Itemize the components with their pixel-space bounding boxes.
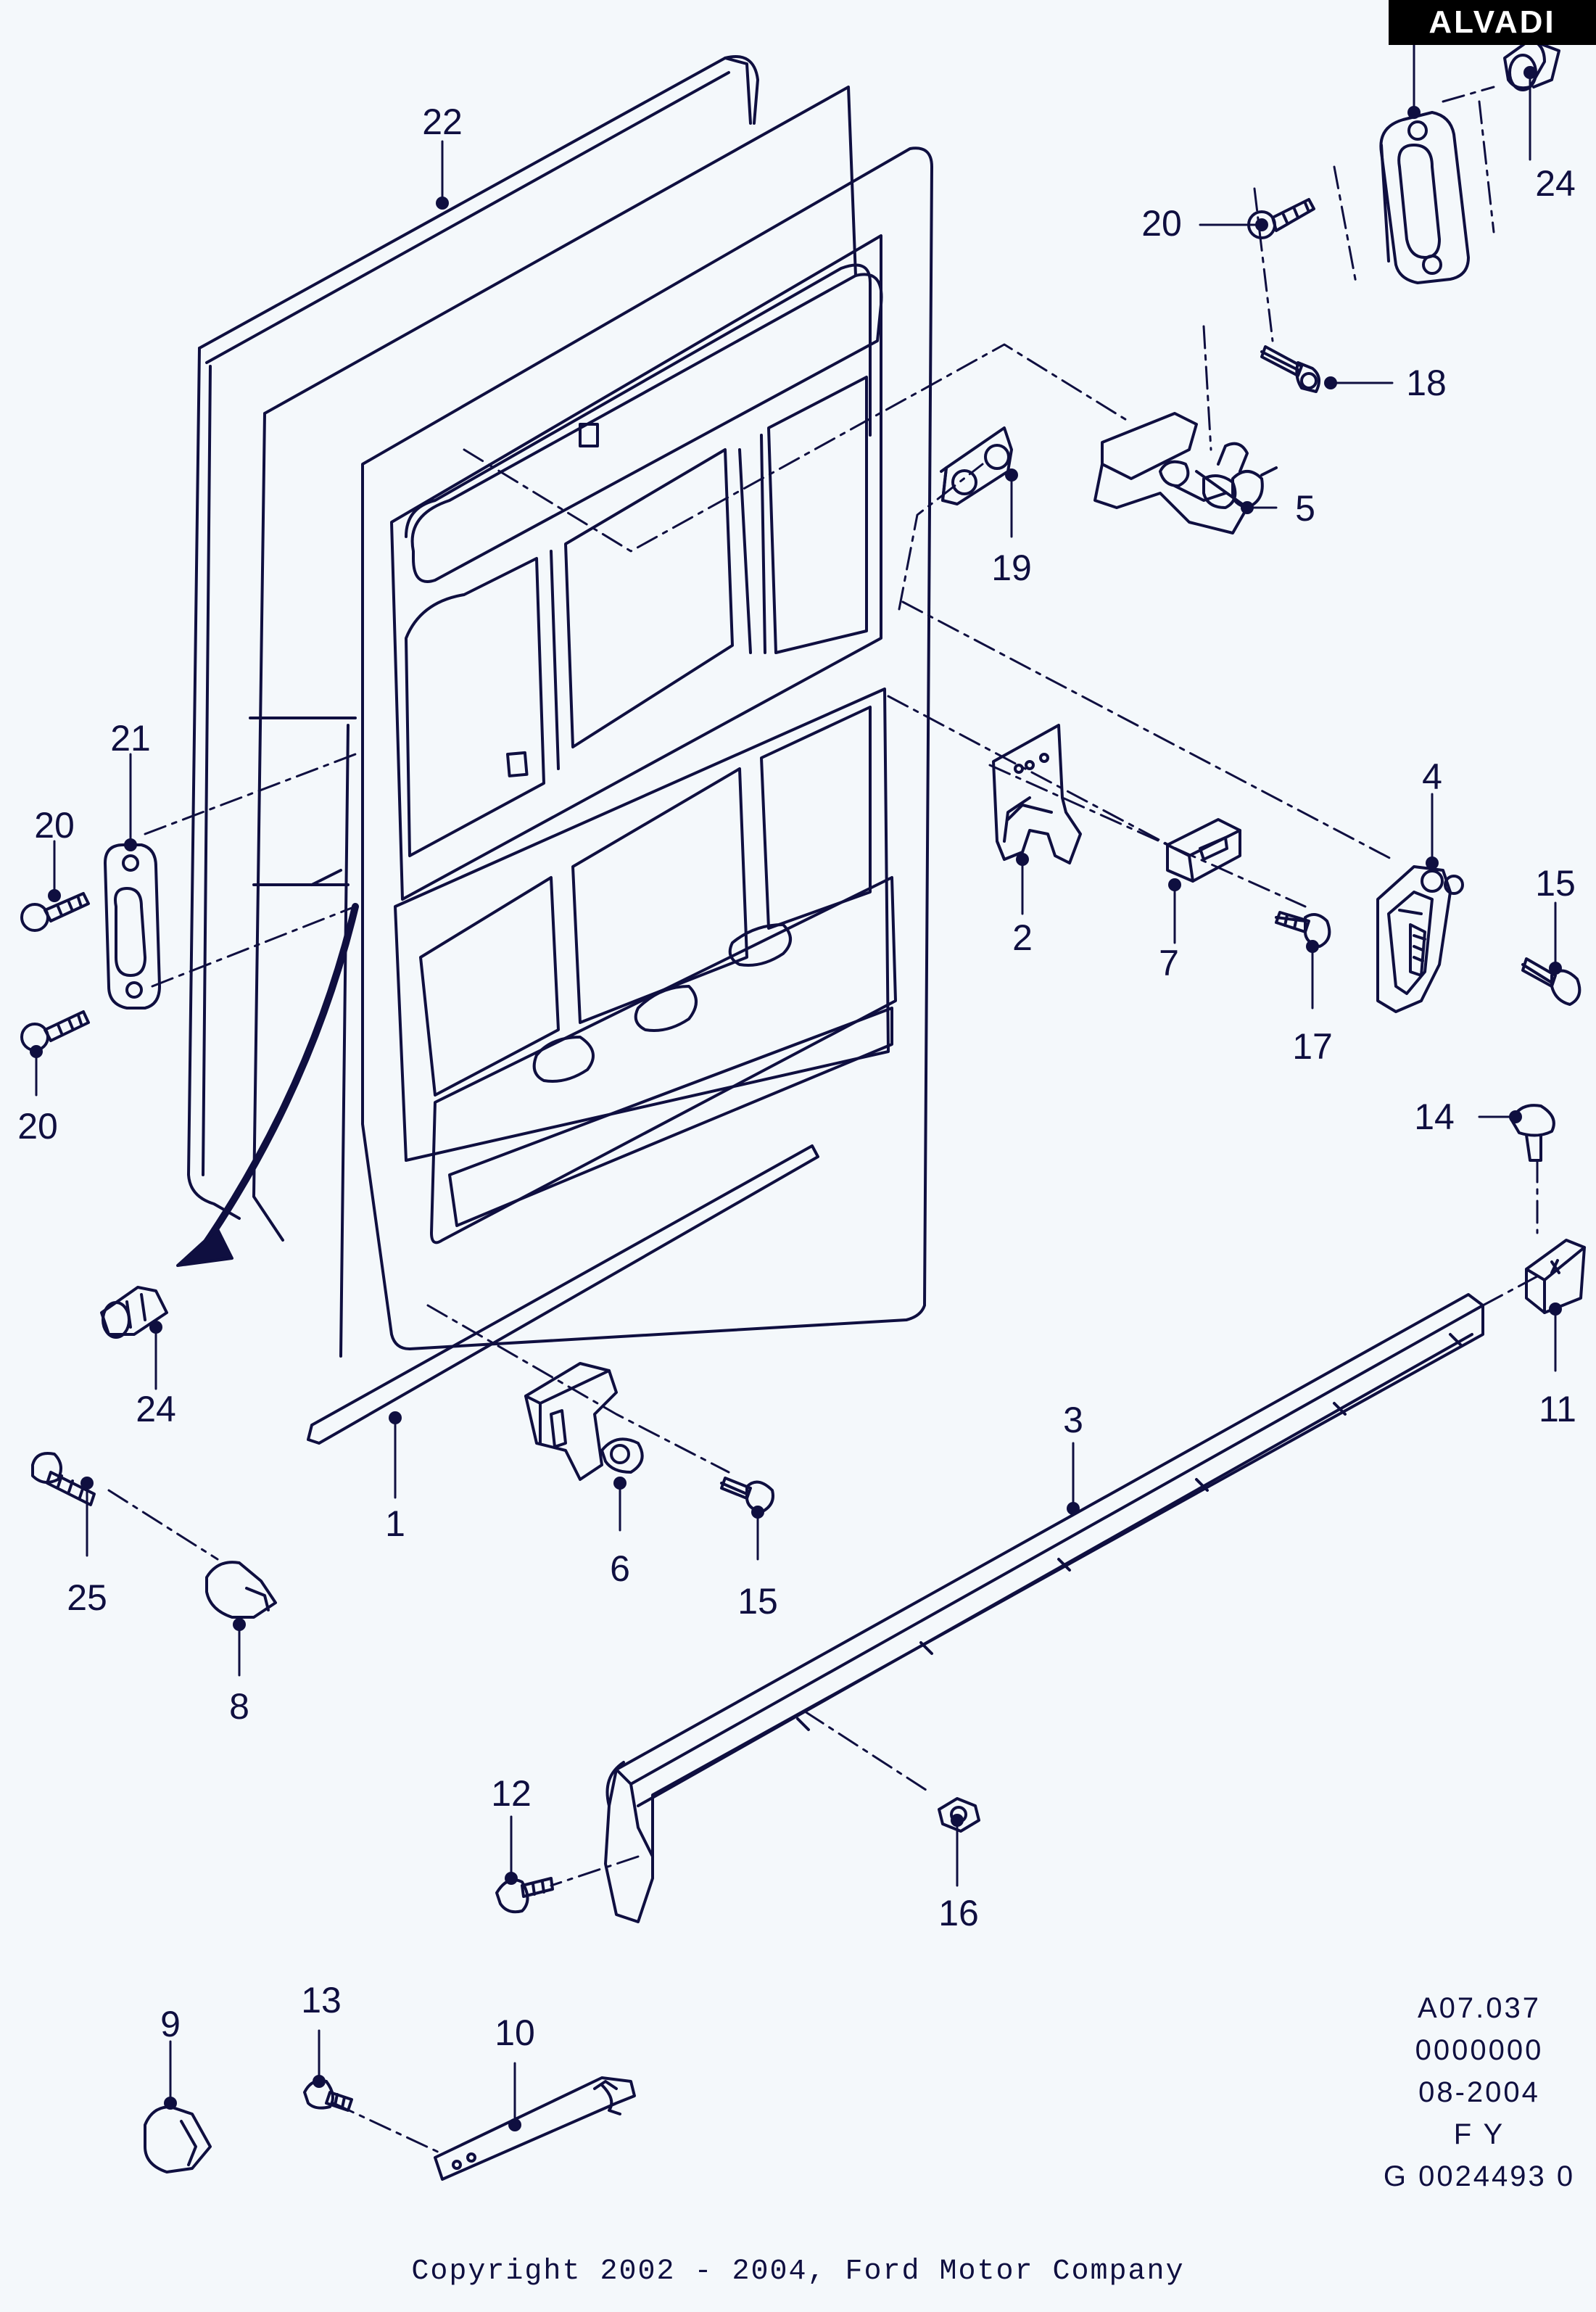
rivet-part-14	[1510, 1104, 1555, 1162]
door-seal-part-22	[187, 55, 759, 1220]
callout-5: 5	[1295, 488, 1315, 529]
callout-21: 21	[110, 718, 151, 759]
callout-10: 10	[495, 2012, 535, 2053]
callout-24-upper: 24	[1535, 163, 1576, 204]
callout-9: 9	[160, 2004, 181, 2044]
screw-part-20-left-lower	[20, 1010, 90, 1052]
callout-20-left-upper: 20	[34, 805, 75, 846]
callout-labels: 22 23 24 20 18 5 19 4 15 2 7 17 21 20 20…	[17, 11, 1576, 2053]
callout-2: 2	[1012, 917, 1033, 958]
bolt-part-12	[495, 1877, 554, 1914]
callout-22: 22	[422, 102, 463, 142]
copyright-notice: Copyright 2002 - 2004, Ford Motor Compan…	[411, 2255, 1185, 2288]
bolt-part-15-lower	[720, 1477, 774, 1514]
callout-25: 25	[67, 1577, 107, 1618]
nut-part-24-lower	[100, 1286, 168, 1339]
callout-19: 19	[991, 548, 1032, 588]
callout-1: 1	[385, 1503, 405, 1544]
end-cap-part-11	[1525, 1239, 1586, 1314]
callout-15-lower: 15	[737, 1581, 778, 1622]
latch-bracket-part-2	[992, 724, 1082, 864]
bolt-part-25	[31, 1452, 96, 1506]
reference-model: F Y	[1453, 2118, 1505, 2150]
door-inner-panel	[252, 86, 857, 1242]
plate-part-19	[940, 426, 1013, 505]
callout-20-left-lower: 20	[17, 1106, 58, 1147]
rod-part-1	[307, 1144, 819, 1445]
striker-plate-part-21	[104, 843, 161, 1010]
callout-11: 11	[1539, 1389, 1576, 1429]
reference-number: 0000000	[1415, 2034, 1544, 2066]
lower-bracket-part-6	[524, 1362, 644, 1481]
callout-6: 6	[610, 1548, 630, 1589]
screw-part-20-upper	[1247, 198, 1315, 239]
bolt-part-15-upper	[1521, 957, 1581, 1006]
callout-15-upper: 15	[1535, 863, 1576, 904]
alvadi-logo: ALVADI	[1389, 0, 1596, 45]
reference-code: A07.037	[1417, 1992, 1542, 2024]
roller-bracket-part-5	[1093, 412, 1278, 534]
callout-7: 7	[1159, 943, 1179, 983]
callout-24-lower: 24	[136, 1389, 176, 1429]
assembly-lines	[107, 86, 1539, 2155]
callout-3: 3	[1063, 1400, 1083, 1440]
callout-dots	[30, 66, 1562, 2131]
reference-id: G 0024493 0	[1383, 2160, 1576, 2192]
diagram-reference-block: A07.037 0000000 08-2004 F Y G 0024493 0	[1363, 1987, 1595, 2197]
callout-13: 13	[301, 1980, 342, 2020]
callout-8: 8	[229, 1686, 249, 1727]
track-rail-part-3	[604, 1293, 1484, 1923]
nut-part-24-upper	[1503, 38, 1560, 91]
bumper-part-9	[144, 2105, 212, 2173]
bolt-part-13	[303, 2079, 353, 2112]
callout-17: 17	[1292, 1026, 1333, 1067]
callout-16: 16	[938, 1893, 979, 1933]
bumper-part-8	[205, 1561, 277, 1619]
bolt-part-18	[1260, 345, 1320, 393]
callout-20-upper: 20	[1141, 203, 1182, 244]
bolt-part-17	[1275, 911, 1331, 948]
callout-14: 14	[1414, 1097, 1455, 1137]
callout-4: 4	[1422, 756, 1442, 797]
reference-date: 08-2004	[1418, 2076, 1540, 2108]
lock-striker-part-4	[1376, 865, 1464, 1013]
sliding-door-panel	[249, 146, 933, 1358]
screw-part-20-left-upper	[20, 892, 90, 932]
direction-arrow	[176, 903, 359, 1267]
clip-part-7	[1166, 818, 1241, 883]
striker-plate-part-23	[1379, 111, 1470, 284]
callout-12: 12	[491, 1773, 532, 1814]
bracket-strip-part-10	[434, 2076, 636, 2181]
callout-18: 18	[1406, 363, 1447, 403]
